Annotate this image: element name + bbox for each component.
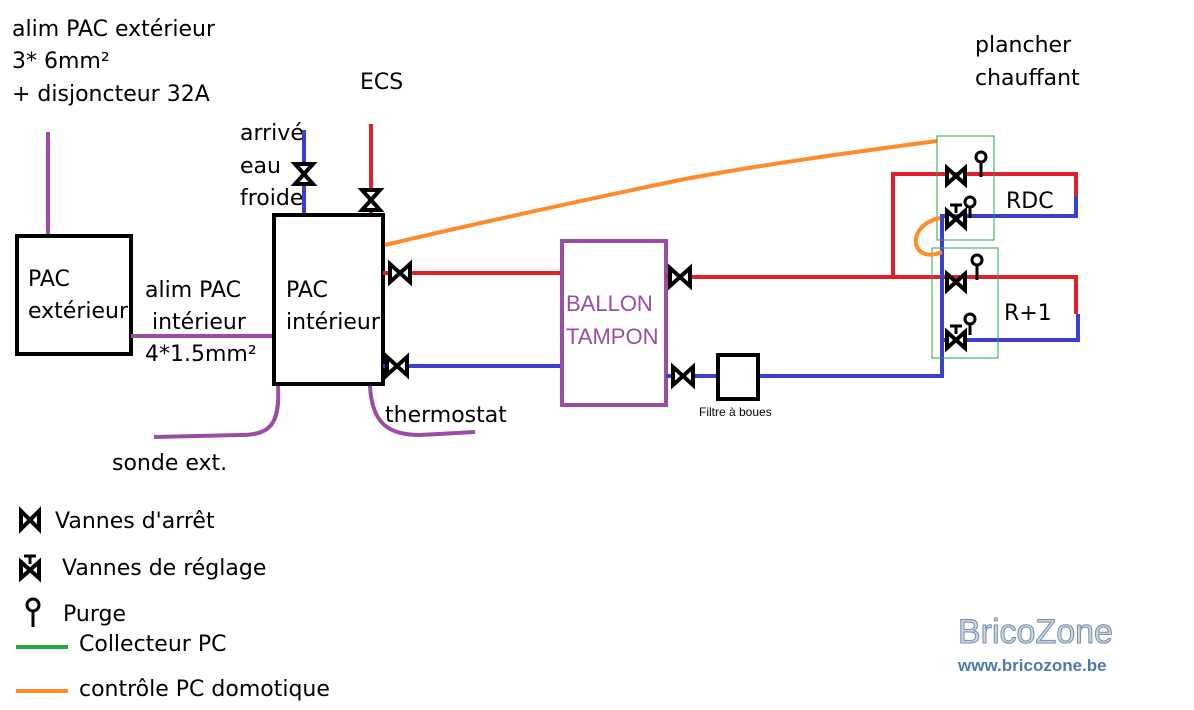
purge-icon bbox=[970, 253, 984, 280]
hot-pipe-rdc bbox=[666, 172, 1078, 279]
stop-valve-icon bbox=[668, 263, 692, 291]
ballon-label-2: TAMPON bbox=[566, 324, 658, 349]
purge-icon bbox=[963, 195, 977, 218]
stop-valve-icon bbox=[290, 162, 318, 186]
sonde-label: sonde ext. bbox=[112, 451, 227, 476]
domotic-link-loop bbox=[913, 216, 943, 257]
cold-return-rdc bbox=[758, 196, 1078, 378]
arrive-label-3: froide bbox=[240, 186, 303, 211]
watermark-url: www.bricozone.be bbox=[957, 656, 1107, 675]
alim-ext-label-3: + disjoncteur 32A bbox=[12, 82, 210, 107]
balancing-valve-icon bbox=[945, 324, 967, 353]
watermark-brand: BricoZone bbox=[958, 613, 1113, 651]
plancher-label-1: plancher bbox=[975, 33, 1072, 58]
sonde-cable bbox=[153, 385, 281, 439]
pac-interieur-box bbox=[272, 213, 385, 386]
stop-valve-icon bbox=[945, 269, 967, 295]
filtre-label: Filtre à boues bbox=[699, 405, 772, 419]
legend-label-balancing: Vannes de réglage bbox=[62, 556, 266, 581]
legend: Vannes d'arrêt Vannes de réglage Purge C… bbox=[16, 506, 330, 702]
collector-r1-box bbox=[931, 247, 999, 359]
alim-int-label-1: alim PAC bbox=[145, 278, 241, 303]
domotic-control-line bbox=[384, 139, 938, 247]
arrive-label-2: eau bbox=[240, 154, 281, 179]
alim-ext-label-2: 3* 6mm² bbox=[12, 49, 110, 74]
collector-rdc-box bbox=[936, 135, 995, 241]
rdc-label: RDC bbox=[1006, 189, 1054, 214]
pac-int-label-1: PAC bbox=[286, 278, 328, 303]
legend-label-domotic: contrôle PC domotique bbox=[79, 677, 330, 702]
pac-ext-label-2: extérieur bbox=[28, 299, 129, 324]
pac-int-label-2: intérieur bbox=[286, 310, 381, 335]
stop-valve-icon bbox=[19, 506, 41, 534]
legend-label-purge: Purge bbox=[63, 602, 126, 627]
pac-ext-label-1: PAC bbox=[28, 267, 70, 292]
balancing-valve-icon bbox=[19, 554, 41, 583]
stop-valve-icon bbox=[671, 362, 695, 390]
legend-label-stop: Vannes d'arrêt bbox=[55, 509, 215, 534]
mud-filter-box bbox=[716, 353, 760, 401]
balancing-valve-icon bbox=[945, 203, 967, 232]
legend-label-collector: Collecteur PC bbox=[79, 632, 226, 657]
thermostat-label: thermostat bbox=[385, 403, 507, 428]
cold-return-r1 bbox=[942, 314, 1080, 342]
stop-valve-icon bbox=[357, 188, 385, 212]
pac-exterieur-box bbox=[15, 234, 133, 356]
r1-label: R+1 bbox=[1004, 301, 1052, 326]
ballon-tampon-box bbox=[560, 239, 668, 407]
purge-icon bbox=[963, 312, 977, 335]
stop-valve-icon bbox=[945, 163, 967, 189]
hot-pipe-r1 bbox=[893, 275, 1078, 314]
arrive-label-1: arrivé bbox=[240, 121, 304, 146]
alim-int-label-3: 4*1.5mm² bbox=[145, 342, 257, 367]
alim-ext-label-1: alim PAC extérieur bbox=[12, 17, 216, 42]
ecs-label: ECS bbox=[360, 70, 403, 95]
plancher-label-2: chauffant bbox=[975, 66, 1080, 91]
thermostat-cable bbox=[368, 385, 476, 438]
stop-valve-icon bbox=[388, 259, 412, 287]
purge-icon bbox=[25, 597, 41, 627]
stop-valve-icon bbox=[385, 352, 409, 380]
alim-int-label-2: intérieur bbox=[152, 310, 247, 335]
ballon-label-1: BALLON bbox=[566, 291, 653, 316]
purge-icon bbox=[974, 150, 988, 177]
